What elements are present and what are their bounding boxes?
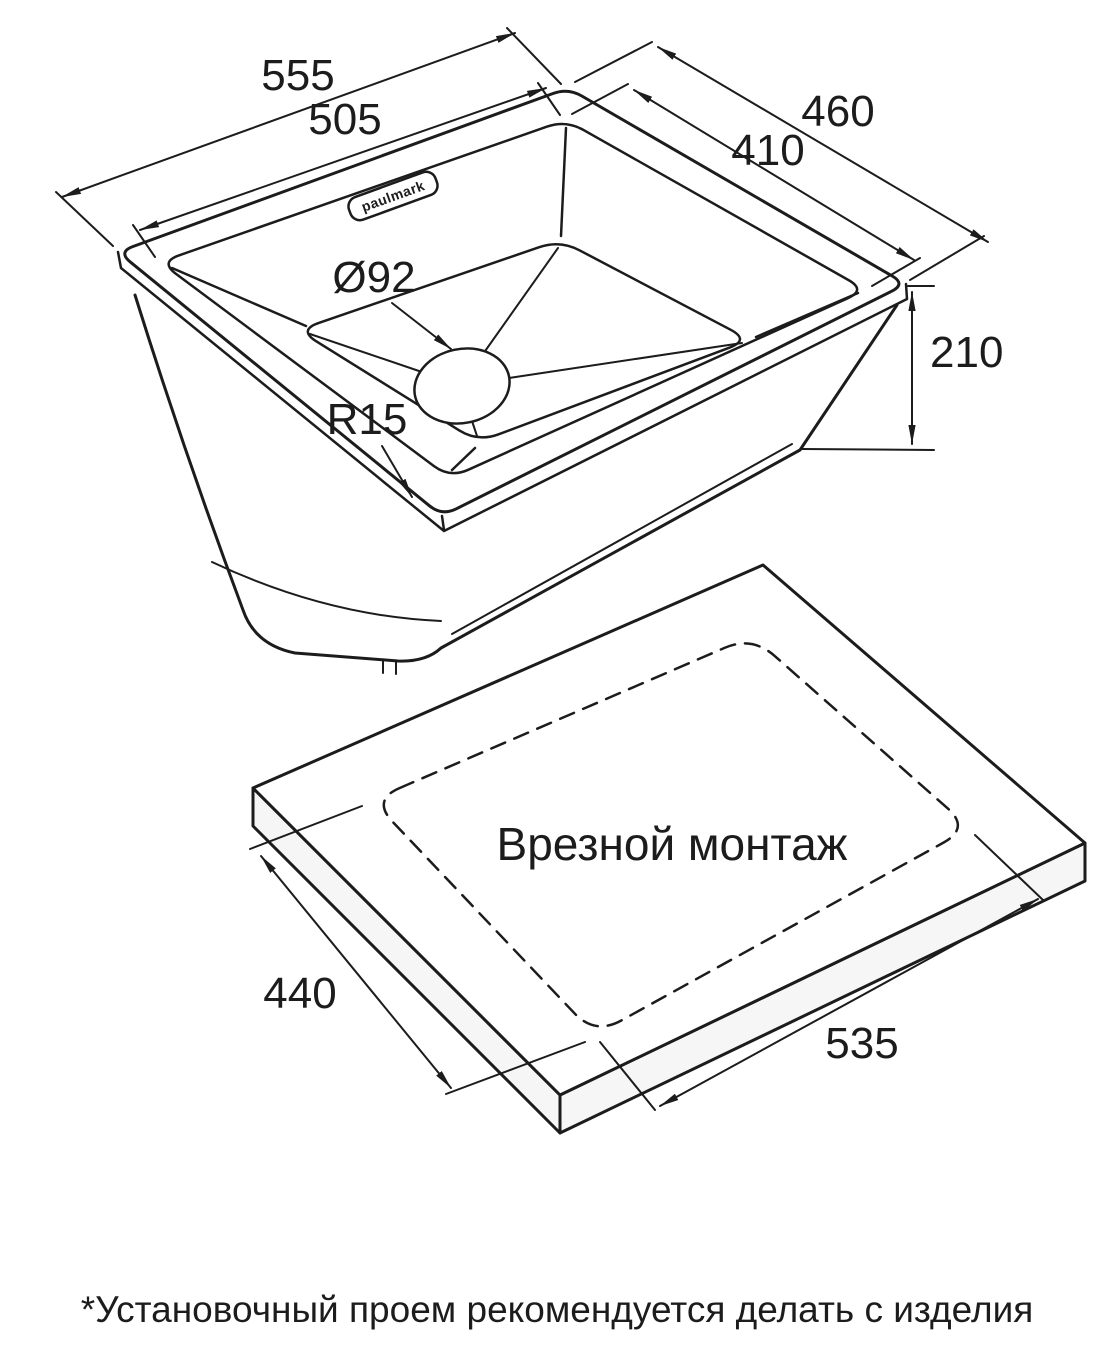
dim-inner-width-label: 410: [731, 126, 804, 175]
dim-height-extensions: [801, 285, 935, 451]
cutout-view-title: Врезной монтаж: [497, 818, 848, 870]
sink-isometric-view: paulmark 555 505 460 410: [55, 27, 1003, 675]
dim-cutout-length: 535: [599, 834, 1044, 1111]
dim-cutout-length-line: [659, 898, 1039, 1107]
dim-inner-length-line: [139, 87, 547, 231]
sink-body-outline: [133, 293, 899, 663]
dim-cutout-width-line: [260, 855, 452, 1089]
dim-outer-length-label: 555: [261, 51, 334, 100]
footnote-text: *Установочный проем рекомендуется делать…: [81, 1289, 1034, 1330]
corner-radius-leader: [381, 445, 413, 498]
cutout-dashed-outline: [382, 642, 960, 1028]
dim-inner-width: 410: [571, 83, 921, 287]
sink-body-seam-right: [451, 443, 793, 635]
dim-outer-width-extensions: [574, 41, 985, 281]
drain-hole: [413, 347, 511, 425]
sink-bowl-corner-lines: [170, 126, 860, 472]
dim-inner-width-extensions: [571, 83, 921, 287]
dim-cutout-width-label: 440: [263, 969, 336, 1018]
dim-cutout-width: 440: [249, 805, 586, 1095]
callout-corner-radius: R15: [327, 395, 413, 498]
dim-inner-width-line: [633, 89, 915, 261]
countertop-cutout-view: Врезной монтаж 440 535: [249, 563, 1087, 1135]
dim-inner-length: 505: [132, 82, 561, 258]
sink-body: [116, 250, 909, 675]
drain-diameter-label: Ø92: [332, 253, 415, 302]
sink-body-drain-boss: [382, 660, 397, 675]
sink-body-seam-front: [211, 561, 442, 622]
dim-height-label: 210: [930, 328, 1003, 377]
corner-radius-label: R15: [327, 395, 408, 444]
dim-inner-length-label: 505: [308, 95, 381, 144]
sink-bowl-bottom: [306, 243, 742, 439]
dim-outer-width-label: 460: [801, 87, 874, 136]
callout-drain-diameter: Ø92: [332, 253, 452, 350]
dim-height: 210: [801, 285, 1003, 451]
dim-cutout-length-label: 535: [825, 1019, 898, 1068]
dim-outer-length-extensions: [55, 27, 562, 247]
dim-cutout-length-extensions: [599, 834, 1044, 1111]
sink-bowl-drain-creases: [309, 247, 743, 437]
drain-diameter-leader: [391, 302, 452, 350]
sink-body-rim-thickness: [116, 250, 909, 533]
dim-cutout-width-extensions: [249, 805, 586, 1095]
countertop-top-face: [251, 563, 1087, 1097]
